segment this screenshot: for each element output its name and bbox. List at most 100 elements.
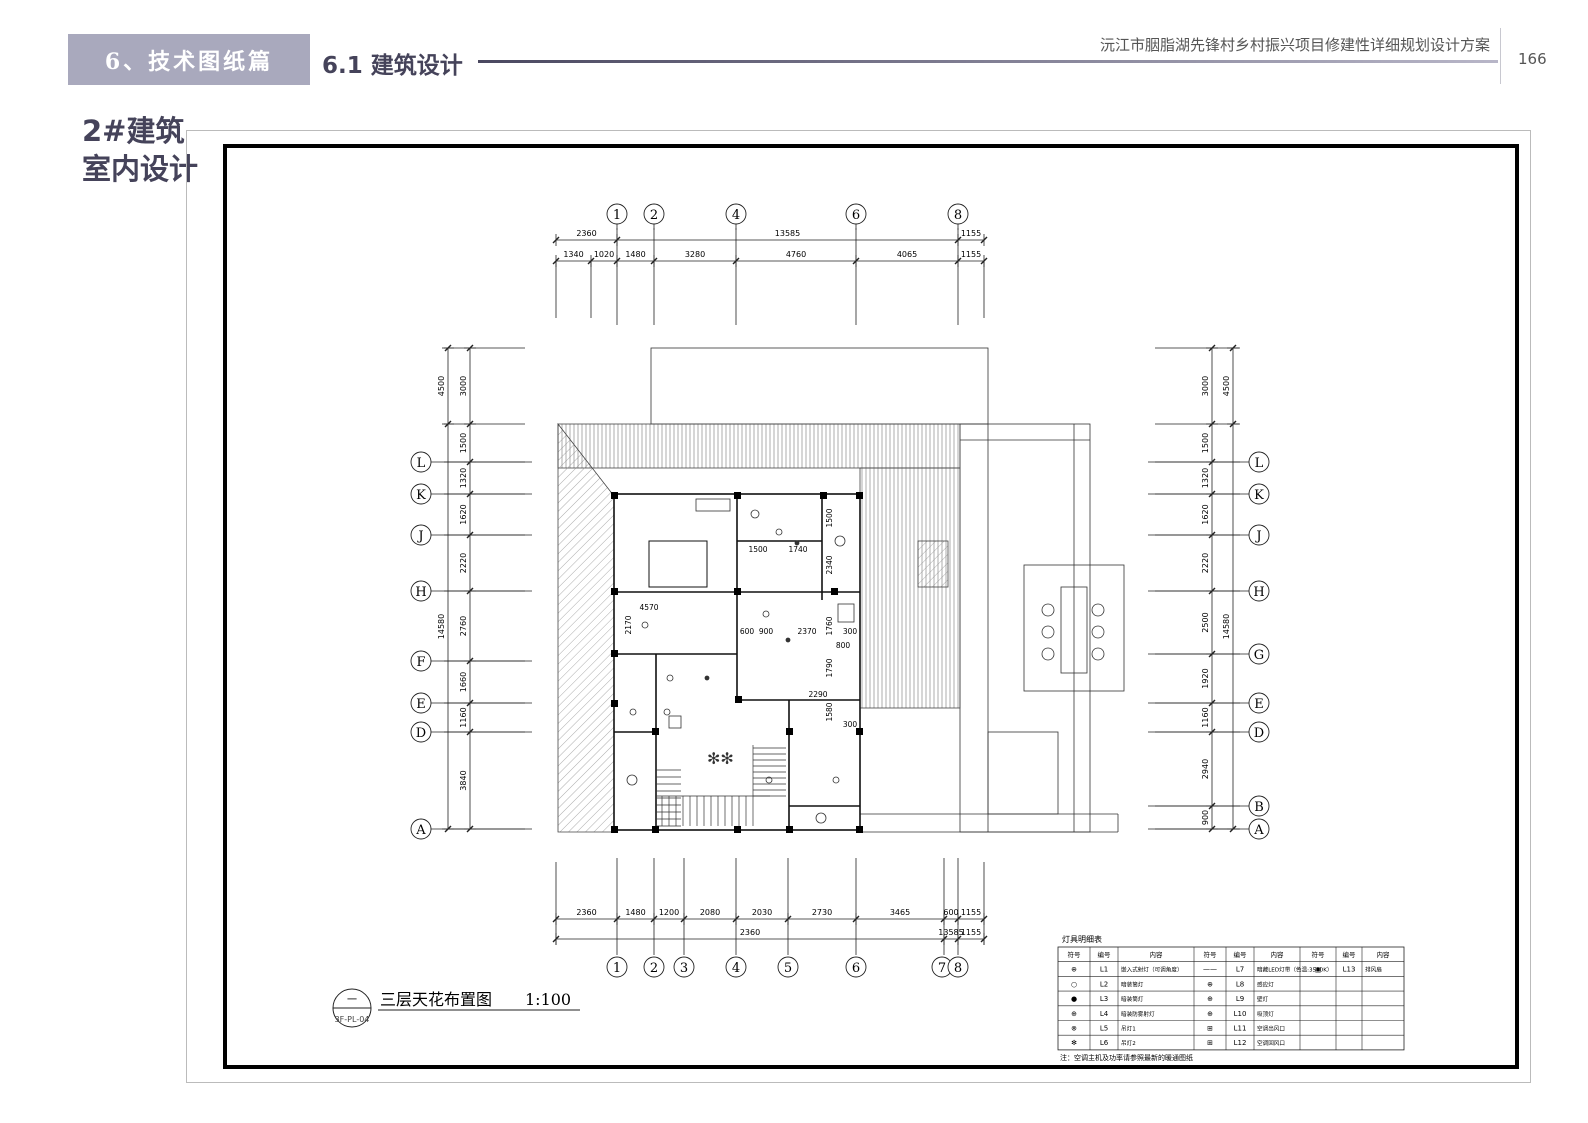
room-dim-label: 900 [759, 627, 774, 636]
bottom-dim-outer: 1155 [961, 928, 981, 937]
legend-header: 编号 [1234, 950, 1248, 959]
legend-description: 暗装筒灯 [1121, 980, 1144, 988]
right-dim-inner: 900 [1201, 810, 1210, 825]
dimension-lines [431, 224, 1249, 955]
bottom-dim-inner: 600 [943, 908, 958, 917]
axis-bubble-bottom: 3 [673, 956, 695, 978]
bottom-dim-inner: 1480 [625, 908, 645, 917]
axis-bubble-right: B [1248, 795, 1270, 817]
legend-code: L1 [1100, 966, 1108, 974]
room-dim-label: 300 [843, 627, 858, 636]
axis-bubble-left: H [410, 580, 432, 602]
bottom-dim-inner: 1155 [961, 908, 981, 917]
top-dim-outer: 13585 [775, 229, 800, 238]
right-dim-inner: 2940 [1201, 759, 1210, 779]
svg-text:2: 2 [650, 208, 658, 223]
svg-text:H: H [1253, 585, 1264, 600]
left-dim-inner: 3000 [459, 376, 468, 396]
axis-bubble-left: D [410, 721, 432, 743]
axis-bubble-bottom: 8 [947, 956, 969, 978]
right-dim-inner: 1920 [1201, 668, 1210, 688]
legend-symbol: ▣ [1315, 966, 1322, 974]
svg-text:3: 3 [680, 961, 688, 976]
bottom-dim-inner: 2360 [576, 908, 596, 917]
legend-code: L2 [1100, 980, 1108, 988]
left-dim-outer: 4500 [437, 376, 446, 396]
legend-description: 吊灯2 [1121, 1039, 1136, 1047]
header-divider [1500, 28, 1501, 84]
svg-text:✻✻: ✻✻ [707, 749, 734, 768]
svg-text:5: 5 [784, 961, 792, 976]
legend-code: L6 [1100, 1039, 1109, 1047]
side-title-line-2: 室内设计 [82, 152, 199, 186]
svg-text:A: A [1253, 823, 1264, 838]
legend-symbol: ✻ [1071, 1039, 1077, 1047]
top-dim-inner: 4760 [786, 250, 806, 259]
legend-description: 暗装筒灯 [1121, 995, 1144, 1003]
drawing-outer-frame [186, 130, 1531, 1083]
legend-symbol: ⊕ [1207, 980, 1213, 988]
axis-bubble-bottom: 7 [931, 956, 953, 978]
legend-symbol: ⊗ [1071, 1025, 1077, 1033]
legend-symbol: ⊕ [1207, 1010, 1213, 1018]
svg-text:A: A [415, 823, 426, 838]
svg-text:G: G [1254, 648, 1264, 663]
fixtures: ✻✻ [626, 498, 855, 824]
section-tab: 6、技术图纸篇 [68, 34, 310, 85]
right-dim-inner: 1620 [1201, 504, 1210, 524]
svg-text:E: E [416, 697, 426, 712]
axis-bubble-top: 6 [845, 203, 867, 225]
legend-code: L5 [1100, 1025, 1108, 1033]
axis-bubble-bottom: 5 [777, 956, 799, 978]
left-dim-inner: 1320 [459, 468, 468, 488]
axis-bubble-top: 2 [643, 203, 665, 225]
axis-bubble-left: F [410, 650, 432, 672]
axis-bubble-bottom: 1 [606, 956, 628, 978]
left-dim-inner: 1620 [459, 504, 468, 524]
legend-symbol: ⊕ [1071, 966, 1077, 974]
room-dim-label: 1760 [825, 616, 834, 635]
axis-bubble-right: J [1248, 524, 1270, 546]
legend-title: 灯具明细表 [1062, 934, 1102, 944]
axis-bubble-top: 8 [947, 203, 969, 225]
room-dim-label: 300 [843, 720, 858, 729]
axis-bubble-right: K [1248, 483, 1270, 505]
legend-note: 注：空调主机及功率请参照最新的暖通图纸 [1060, 1053, 1193, 1062]
legend-header: 内容 [1271, 950, 1285, 959]
legend-description: 空调出风口 [1257, 1025, 1285, 1033]
axis-bubble-right: L [1248, 451, 1270, 473]
svg-text:L: L [1255, 456, 1264, 471]
legend-header: 符号 [1204, 950, 1218, 959]
axis-bubble-right: A [1248, 818, 1270, 840]
legend-code: L11 [1234, 1025, 1247, 1033]
room-dim-label: 1580 [825, 702, 834, 721]
svg-text:1: 1 [613, 961, 621, 976]
svg-text:K: K [1254, 488, 1264, 503]
right-dim-outer: 14580 [1222, 614, 1231, 639]
legend-header: 编号 [1343, 950, 1357, 959]
legend-description: 嵌入式射灯（可调角度） [1121, 966, 1183, 974]
legend-code: L3 [1100, 995, 1108, 1003]
axis-bubble-bottom: 2 [643, 956, 665, 978]
subsection-title: 6.1 建筑设计 [322, 53, 463, 79]
svg-text:D: D [416, 726, 426, 741]
legend-description: 壁灯 [1257, 995, 1269, 1003]
axis-bubble-top: 1 [606, 203, 628, 225]
bottom-dim-inner: 2080 [700, 908, 720, 917]
legend-header: 内容 [1150, 950, 1164, 959]
axis-bubble-left: L [410, 451, 432, 473]
right-dim-inner: 1320 [1201, 468, 1210, 488]
svg-text:H: H [415, 585, 426, 600]
axis-bubble-left: K [410, 483, 432, 505]
page-number: 166 [1518, 50, 1547, 68]
legend-code: L7 [1236, 966, 1244, 974]
bottom-dim-inner: 2730 [812, 908, 832, 917]
bottom-dim-inner: 3465 [890, 908, 910, 917]
bottom-dim-inner: 2030 [752, 908, 772, 917]
axis-bubble-right: G [1248, 643, 1270, 665]
legend-symbol: ⊕ [1207, 995, 1213, 1003]
drawing-border [223, 144, 1519, 1069]
skylight [917, 540, 949, 588]
left-dim-inner: 1660 [459, 672, 468, 692]
